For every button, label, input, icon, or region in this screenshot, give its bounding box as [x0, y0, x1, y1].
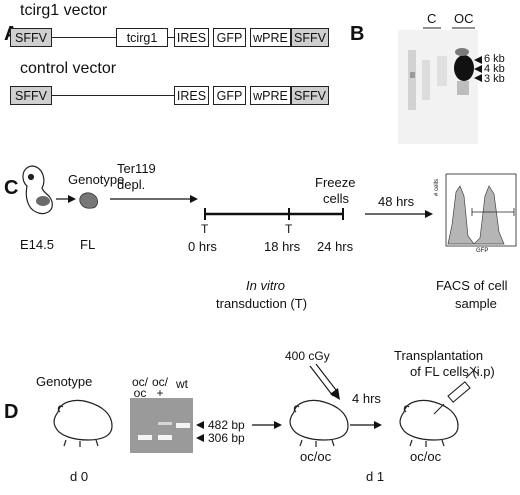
timepoint-18hrs: 18 hrs [264, 239, 301, 254]
vector1-backbone-line-2 [168, 37, 174, 38]
ococ-label-1: oc/oc [300, 449, 332, 464]
vector2-wpre-box: wPRE [250, 86, 291, 105]
gel-col2-label-top: oc/ [151, 375, 168, 389]
transduction-mark-1: T [201, 222, 209, 236]
marker-6kb: 6 kb [484, 53, 505, 65]
transduction-mark-2: T [285, 222, 293, 236]
cells-label: cells [323, 191, 350, 206]
vector1-backbone-line-1 [52, 37, 116, 38]
marker-4kb: 4 kb [484, 63, 505, 75]
transplant-label-line2: of FL cells (i.p) [410, 364, 495, 379]
vector2-sffv-right: SFFV [291, 86, 329, 105]
band-482bp-label: 482 bp [208, 418, 245, 432]
vector1-gfp-box: GFP [213, 28, 246, 47]
dose-label: 400 cGy [285, 349, 330, 363]
transplant-label-line1: Transplantation [394, 348, 484, 363]
vector1-tcirg1-box: tcirg1 [116, 28, 168, 47]
timepoint-48hrs: 48 hrs [378, 194, 415, 209]
embryo-liver-icon [36, 196, 50, 206]
e145-label: E14.5 [20, 237, 54, 252]
mouse-pup-icon-1 [53, 399, 113, 447]
vector1-sffv-left: SFFV [10, 28, 52, 47]
vector2-ires-box: IRES [174, 86, 209, 105]
timepoint-24hrs: 24 hrs [317, 239, 354, 254]
lane-label-c: C [427, 11, 437, 26]
vector2-sffv-left: SFFV [10, 86, 52, 105]
hrs4-label: 4 hrs [352, 391, 381, 406]
transduction-label: transduction (T) [216, 296, 308, 311]
vector1-ires-box: IRES [174, 28, 209, 47]
vector2-backbone-line [52, 95, 174, 96]
sample-label: sample [455, 296, 497, 311]
control-vector-title: control vector [20, 60, 117, 77]
gel-col3-label: wt [176, 377, 188, 391]
day0-label: d 0 [70, 469, 89, 484]
vector2-gfp-box: GFP [213, 86, 246, 105]
genotype-label-d: Genotype [36, 374, 93, 389]
in-vitro-label: In vitro [246, 278, 286, 293]
panel-label-c: C [4, 177, 19, 199]
band-306bp-label: 306 bp [208, 431, 245, 445]
vector1-wpre-box: wPRE [250, 28, 291, 47]
panel-label-d: D [4, 401, 19, 423]
gel-col2-label-bottom: + [156, 386, 164, 400]
pcr-gel-image [130, 398, 193, 453]
freeze-label: Freeze [315, 175, 356, 190]
mouse-pup-icon-2 [289, 399, 349, 447]
ter119-label: Ter119 [117, 161, 156, 176]
fl-label: FL [80, 237, 96, 252]
day1-label: d 1 [366, 469, 385, 484]
marker-3kb: 3 kb [484, 73, 505, 85]
facs-label: FACS of cell [436, 278, 508, 293]
lane-label-oc: OC [454, 11, 474, 26]
fetal-liver-icon [79, 192, 98, 209]
syringe-icon [433, 366, 479, 415]
depletion-label: depl. [117, 177, 146, 192]
tcirg1-vector-title: tcirg1 vector [20, 2, 108, 19]
embryo-icon [22, 165, 53, 215]
timepoint-0hrs: 0 hrs [188, 239, 217, 254]
gel-col1-label-bottom: oc [133, 386, 147, 400]
vector1-sffv-right: SFFV [291, 28, 329, 47]
panel-label-b: B [350, 23, 365, 45]
gel-col1-label-top: oc/ [131, 375, 148, 389]
genotype-label-c: Genotype [68, 172, 125, 187]
ococ-label-2: oc/oc [410, 449, 442, 464]
mouse-pup-icon-3 [399, 399, 459, 447]
irradiation-arrow-icon [309, 363, 340, 400]
facs-histogram [445, 173, 517, 247]
facs-xlabel: GFP [476, 248, 489, 254]
